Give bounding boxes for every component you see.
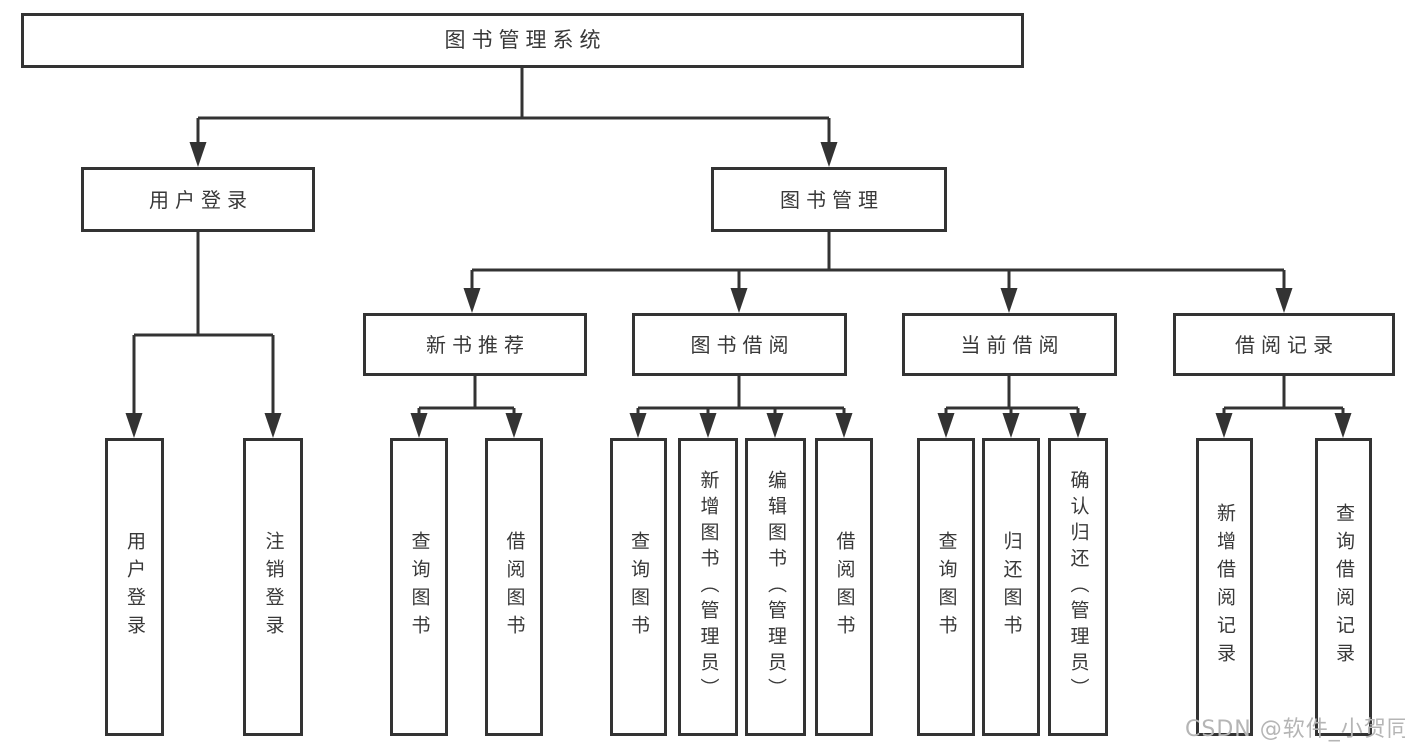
node-library-management-system: 图书管理系统 <box>21 13 1024 68</box>
leaf-br-query-record: 查询借阅记录 <box>1315 438 1372 736</box>
leaf-bb-query-books: 查询图书 <box>610 438 667 736</box>
leaf-cb-query-books: 查询图书 <box>917 438 975 736</box>
leaf-rec-borrow-books: 借阅图书 <box>485 438 543 736</box>
node-book-borrowing: 图书借阅 <box>632 313 847 376</box>
leaf-rec-query-books: 查询图书 <box>390 438 448 736</box>
connector-bookborrow-to-leaves <box>636 376 846 416</box>
leaf-cb-confirm-return-admin: 确认归还（管理员） <box>1048 438 1108 736</box>
connector-userlogin-to-leaves <box>132 232 275 416</box>
connector-currentborrow-to-leaves <box>944 376 1080 416</box>
leaf-br-add-record: 新增借阅记录 <box>1196 438 1253 736</box>
leaf-logout: 注销登录 <box>243 438 303 736</box>
connector-root-to-level2 <box>196 68 831 146</box>
connector-borrowrecords-to-leaves <box>1222 376 1345 416</box>
leaf-cb-return-books: 归还图书 <box>982 438 1040 736</box>
connector-bookmgmt-to-level3 <box>470 232 1286 292</box>
leaf-bb-edit-books-admin: 编辑图书（管理员） <box>745 438 806 736</box>
node-borrowing-records: 借阅记录 <box>1173 313 1395 376</box>
csdn-watermark: CSDN @软件_小贺同学 <box>1185 717 1405 742</box>
node-book-management: 图书管理 <box>711 167 947 232</box>
node-new-book-recommend: 新书推荐 <box>363 313 587 376</box>
leaf-bb-borrow-books: 借阅图书 <box>815 438 873 736</box>
connector-newbookrec-to-leaves <box>417 376 516 416</box>
node-current-borrowing: 当前借阅 <box>902 313 1117 376</box>
leaf-bb-add-books-admin: 新增图书（管理员） <box>678 438 738 736</box>
node-user-login: 用户登录 <box>81 167 315 232</box>
arrowheads-down <box>125 142 1352 438</box>
leaf-user-login: 用户登录 <box>105 438 164 736</box>
